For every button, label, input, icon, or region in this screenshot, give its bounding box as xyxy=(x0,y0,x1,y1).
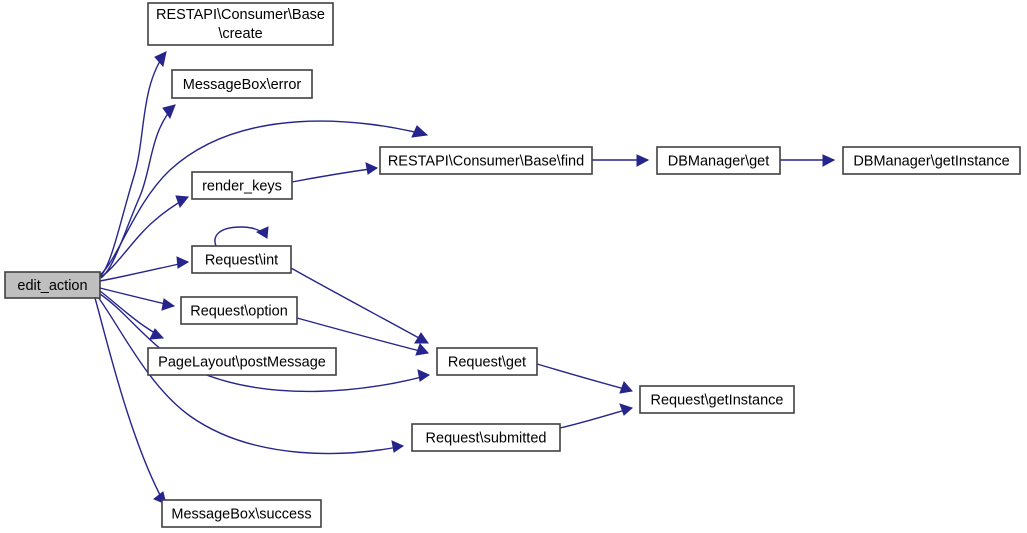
edge-render_keys-to-restapi_find xyxy=(291,162,379,183)
node-render_keys[interactable]: render_keys xyxy=(191,171,293,200)
node-request_option[interactable]: Request\option xyxy=(180,296,298,325)
edge-edit_action-to-request_get xyxy=(99,293,431,393)
node-messagebox_success[interactable]: MessageBox\success xyxy=(161,499,322,528)
node-label: MessageBox\error xyxy=(183,77,302,93)
edge-edit_action-to-request_option xyxy=(99,287,176,311)
arrowhead-icon xyxy=(414,332,429,344)
node-request_submitted[interactable]: Request\submitted xyxy=(411,423,561,452)
node-label: DBManager\getInstance xyxy=(853,153,1009,169)
arrowhead-icon xyxy=(255,226,269,239)
edge-line xyxy=(296,317,429,354)
node-box[interactable] xyxy=(147,347,337,376)
arrowhead-icon xyxy=(176,256,190,269)
node-label: Request\getInstance xyxy=(650,392,783,408)
edge-request_submitted-to-request_getinstance xyxy=(559,403,633,429)
arrowhead-icon xyxy=(619,403,633,416)
arrowhead-icon xyxy=(154,51,167,68)
node-box[interactable] xyxy=(4,271,101,299)
edge-request_int-to-request_get xyxy=(290,267,429,344)
edge-line xyxy=(100,104,176,279)
arrowhead-icon xyxy=(415,343,429,356)
node-box[interactable] xyxy=(656,146,781,175)
arrowhead-icon xyxy=(619,381,633,394)
edge-edit_action-to-render_keys xyxy=(100,195,189,278)
edge-edit_action-to-pagelayout_postmessage xyxy=(99,290,165,340)
node-label: MessageBox\success xyxy=(171,506,311,522)
edge-line xyxy=(290,267,429,344)
edge-line xyxy=(536,363,633,392)
edge-line xyxy=(291,167,378,183)
edge-edit_action-to-messagebox_error xyxy=(100,104,176,279)
edge-line xyxy=(99,120,428,276)
edge-dbmanager_get-to-dbmanager_getinstance xyxy=(780,154,836,167)
node-box[interactable] xyxy=(180,296,298,325)
edge-edit_action-to-restapi_find xyxy=(99,120,429,276)
node-label: Request\option xyxy=(190,303,288,319)
arrowhead-icon xyxy=(636,154,650,167)
arrowhead-icon xyxy=(161,298,176,311)
node-edit_action[interactable]: edit_action xyxy=(4,271,101,299)
edge-restapi_find-to-dbmanager_get xyxy=(592,154,650,167)
node-box[interactable] xyxy=(147,2,334,46)
arrowhead-icon xyxy=(162,104,176,120)
node-label: Request\get xyxy=(448,354,526,370)
node-box[interactable] xyxy=(436,347,538,376)
node-box[interactable] xyxy=(842,146,1021,175)
node-label: Request\int xyxy=(205,252,278,268)
node-pagelayout_postmessage[interactable]: PageLayout\postMessage xyxy=(147,347,337,376)
node-box[interactable] xyxy=(639,385,795,414)
node-box[interactable] xyxy=(191,245,292,274)
node-label: RESTAPI\Consumer\Base xyxy=(156,7,325,23)
node-label-line2: \create xyxy=(218,26,262,42)
arrowhead-icon xyxy=(391,440,405,453)
arrowhead-icon xyxy=(417,369,431,382)
edge-line xyxy=(559,407,633,429)
node-dbmanager_getinstance[interactable]: DBManager\getInstance xyxy=(842,146,1021,175)
node-box[interactable] xyxy=(411,423,561,452)
node-box[interactable] xyxy=(171,69,313,99)
edge-line xyxy=(100,196,189,278)
node-label: Request\submitted xyxy=(426,430,547,446)
node-label: DBManager\get xyxy=(668,153,770,169)
edge-edit_action-to-request_int xyxy=(99,256,190,282)
edge-request_get-to-request_getinstance xyxy=(536,363,633,394)
node-label: edit_action xyxy=(17,278,87,294)
node-dbmanager_get[interactable]: DBManager\get xyxy=(656,146,781,175)
arrowhead-icon xyxy=(365,162,379,175)
node-label: PageLayout\postMessage xyxy=(158,354,326,370)
edge-line xyxy=(97,296,404,455)
node-restapi_find[interactable]: RESTAPI\Consumer\Base\find xyxy=(379,146,593,175)
node-label: RESTAPI\Consumer\Base\find xyxy=(388,153,584,169)
node-messagebox_error[interactable]: MessageBox\error xyxy=(171,69,313,99)
arrowhead-icon xyxy=(822,154,836,167)
edge-edit_action-to-restapi_create xyxy=(99,51,167,278)
arrowhead-icon xyxy=(411,125,429,138)
node-box[interactable] xyxy=(191,171,293,200)
node-request_int[interactable]: Request\int xyxy=(191,245,292,274)
node-box[interactable] xyxy=(161,499,322,528)
arrowhead-icon xyxy=(149,328,165,340)
edge-line xyxy=(99,51,167,278)
node-box[interactable] xyxy=(379,146,593,175)
arrowhead-icon xyxy=(175,195,189,209)
edge-line xyxy=(214,226,268,247)
edges-layer xyxy=(94,51,836,505)
node-request_getinstance[interactable]: Request\getInstance xyxy=(639,385,795,414)
edge-line xyxy=(99,293,430,393)
edge-edit_action-to-request_submitted xyxy=(97,296,405,455)
edge-request_option-to-request_get xyxy=(296,317,429,356)
nodes-layer: edit_action RESTAPI\Consumer\Base \createM… xyxy=(4,2,1021,528)
edge-request_int-to-request_int xyxy=(214,226,269,247)
node-restapi_create[interactable]: RESTAPI\Consumer\Base \create xyxy=(147,2,334,46)
node-request_get[interactable]: Request\get xyxy=(436,347,538,376)
node-label: render_keys xyxy=(202,178,282,194)
